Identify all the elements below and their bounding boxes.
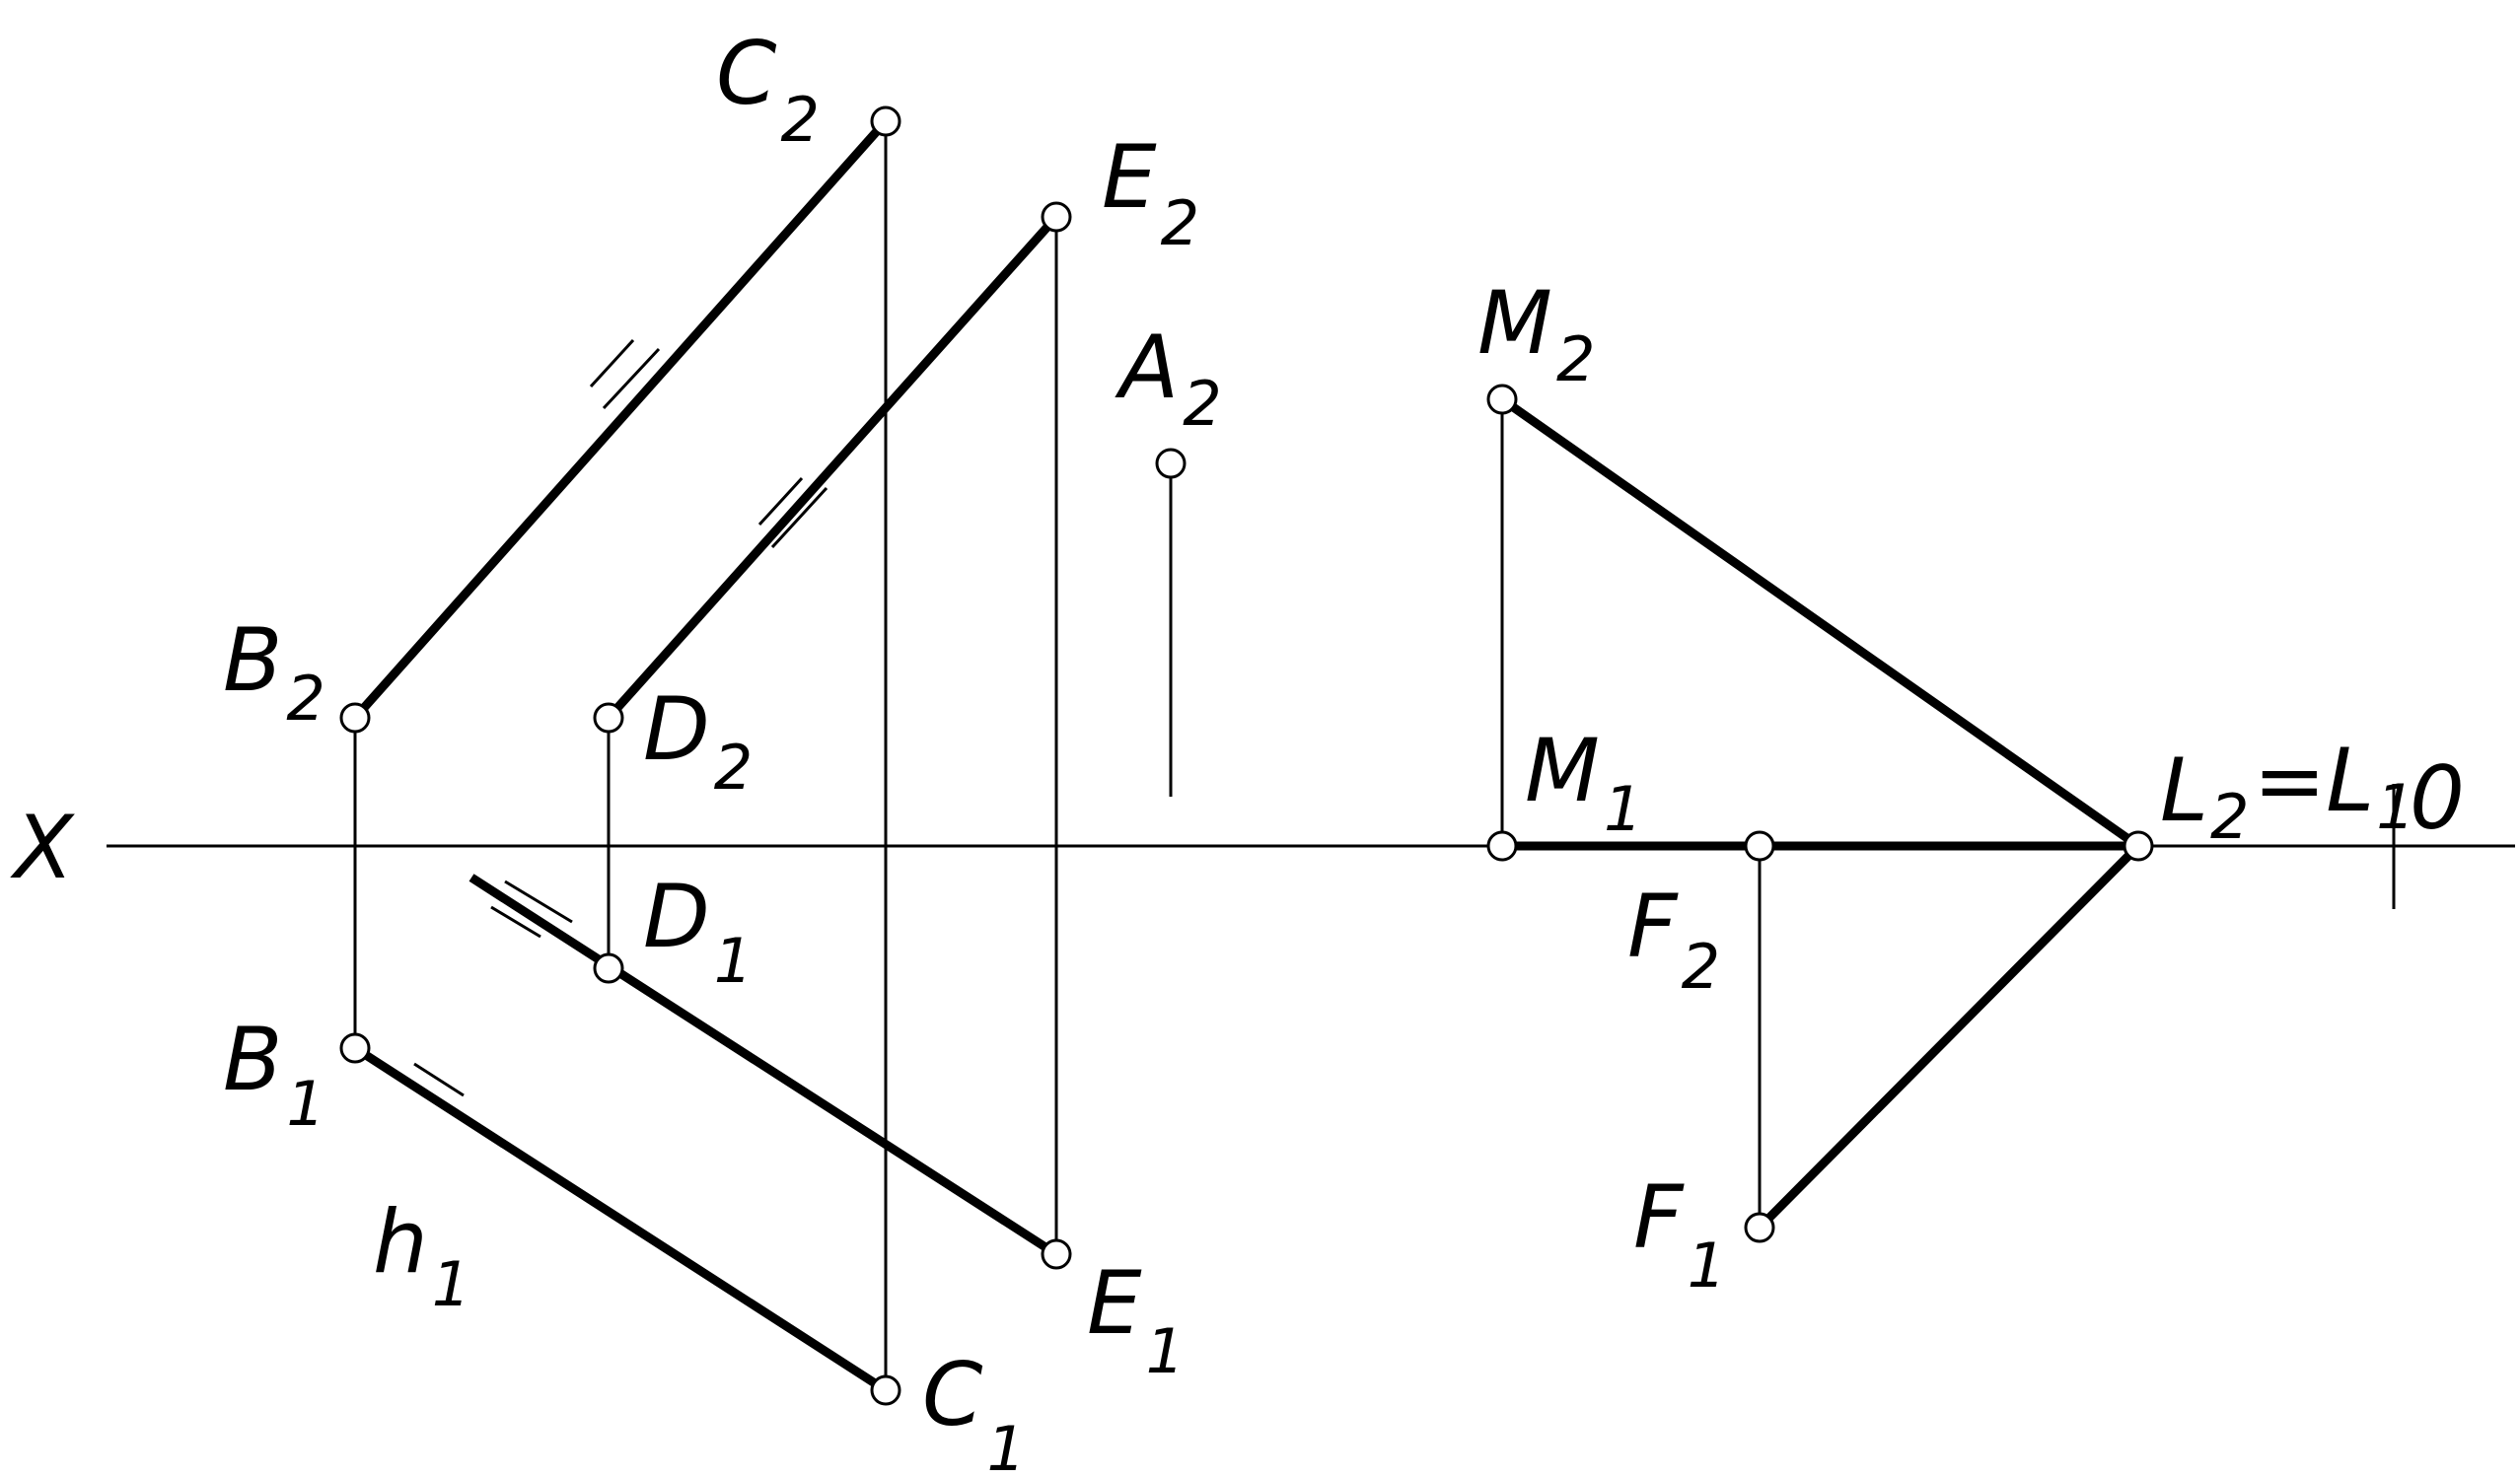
label-a2: A2 bbox=[1115, 317, 1222, 440]
segment-d2-e2 bbox=[605, 214, 1060, 721]
label-c2: C2 bbox=[716, 23, 820, 156]
label-f2: F2 bbox=[1627, 876, 1720, 1003]
label-e1: E1 bbox=[1087, 1252, 1185, 1387]
segment-f1-l1 bbox=[1756, 842, 2142, 1232]
label-d1: D1 bbox=[643, 866, 753, 997]
point-d1 bbox=[593, 952, 624, 984]
parallel-marks-b1c1 bbox=[386, 1062, 465, 1118]
label-m2: M2 bbox=[1477, 272, 1595, 395]
label-e2: E2 bbox=[1102, 126, 1199, 259]
point-d2 bbox=[593, 702, 624, 734]
segment-d1-e1 bbox=[468, 874, 1059, 1258]
x-axis-label: X bbox=[10, 797, 75, 898]
label-c1: C1 bbox=[922, 1344, 1026, 1478]
origin-label: 0 bbox=[2410, 747, 2465, 849]
point-e1 bbox=[1041, 1238, 1072, 1270]
point-f1 bbox=[1744, 1212, 1775, 1243]
point-e2 bbox=[1041, 201, 1072, 233]
point-c1 bbox=[870, 1374, 901, 1406]
label-m1: M1 bbox=[1525, 720, 1642, 845]
parallel-marks-d2e2 bbox=[757, 476, 828, 549]
point-m2 bbox=[1486, 384, 1518, 415]
point-b2 bbox=[339, 702, 371, 734]
segment-h1-b1-c1 bbox=[352, 1044, 889, 1394]
label-l2-eq-l1: L2=L1 bbox=[2160, 730, 2415, 853]
parallel-marks-d1e1 bbox=[490, 880, 573, 939]
label-d2: D2 bbox=[643, 678, 753, 804]
label-b1: B1 bbox=[223, 1009, 325, 1140]
parallel-marks-b2c2 bbox=[589, 338, 661, 410]
point-a2 bbox=[1155, 448, 1187, 479]
points bbox=[339, 106, 2154, 1406]
point-m1 bbox=[1486, 830, 1518, 862]
segment-m2-l2 bbox=[1499, 395, 2141, 850]
point-l bbox=[2123, 830, 2154, 862]
label-b2: B2 bbox=[223, 609, 325, 735]
segment-b2-c2 bbox=[351, 118, 890, 721]
point-f2 bbox=[1744, 830, 1775, 862]
point-b1 bbox=[339, 1032, 371, 1064]
label-h1: h1 bbox=[373, 1191, 470, 1320]
point-c2 bbox=[870, 106, 901, 137]
label-f1: F1 bbox=[1633, 1166, 1726, 1302]
